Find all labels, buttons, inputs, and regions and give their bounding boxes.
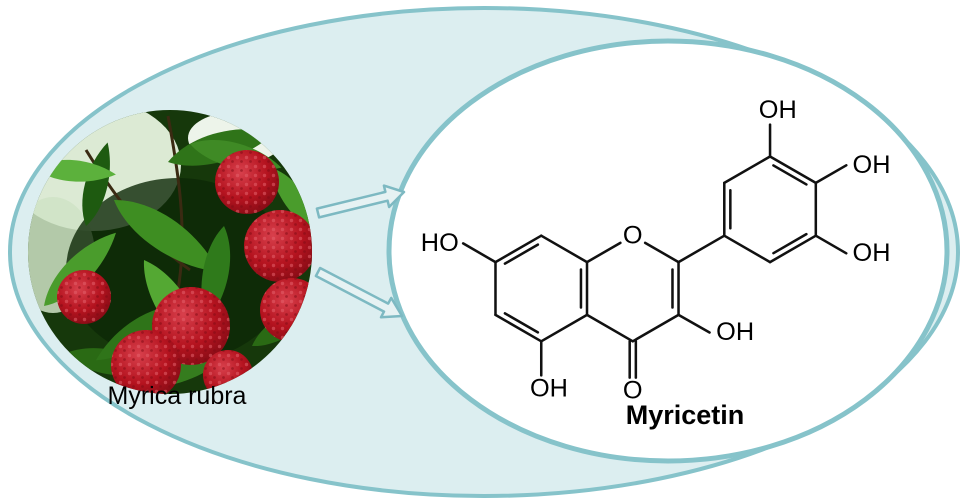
- inner-ellipse: [386, 38, 950, 464]
- atom-label: OH: [853, 151, 891, 179]
- bond: [677, 313, 711, 334]
- atom-label: OH: [530, 374, 568, 402]
- plant-name-label: Myrica rubra: [107, 382, 247, 410]
- bond: [768, 234, 818, 264]
- berry-shape: [57, 270, 111, 324]
- bond: [772, 164, 808, 186]
- bond: [585, 313, 635, 343]
- upper-arrow-icon: [315, 184, 406, 219]
- bond: [539, 313, 589, 343]
- berry-shape: [215, 150, 279, 214]
- bond: [723, 155, 772, 185]
- atom-label: OH: [853, 239, 891, 267]
- bond: [677, 234, 726, 264]
- bond: [585, 241, 622, 264]
- bond: [461, 242, 497, 264]
- bond: [723, 234, 772, 264]
- lower-arrow-icon: [314, 266, 404, 319]
- bond: [503, 312, 540, 334]
- atom-label: OH: [759, 96, 797, 124]
- atom-label: O: [623, 377, 643, 405]
- myricetin-structure: HO O OH O OH OH OH OH: [421, 96, 891, 405]
- bond: [631, 313, 680, 343]
- atom-label: HO: [421, 229, 459, 257]
- bond: [643, 241, 680, 264]
- bond: [768, 155, 818, 185]
- compound-name-label: Myricetin: [625, 400, 745, 430]
- bond: [503, 243, 540, 265]
- bond: [494, 313, 543, 343]
- bond: [494, 234, 543, 264]
- berry-shape: [111, 330, 181, 394]
- bond: [814, 164, 848, 185]
- bond: [539, 234, 589, 264]
- bond: [814, 234, 848, 255]
- berry-shape: [244, 210, 312, 282]
- bond: [772, 232, 808, 255]
- atom-label: OH: [716, 318, 754, 346]
- myrica-rubra-photo: [28, 110, 312, 394]
- atom-label: O: [623, 221, 643, 249]
